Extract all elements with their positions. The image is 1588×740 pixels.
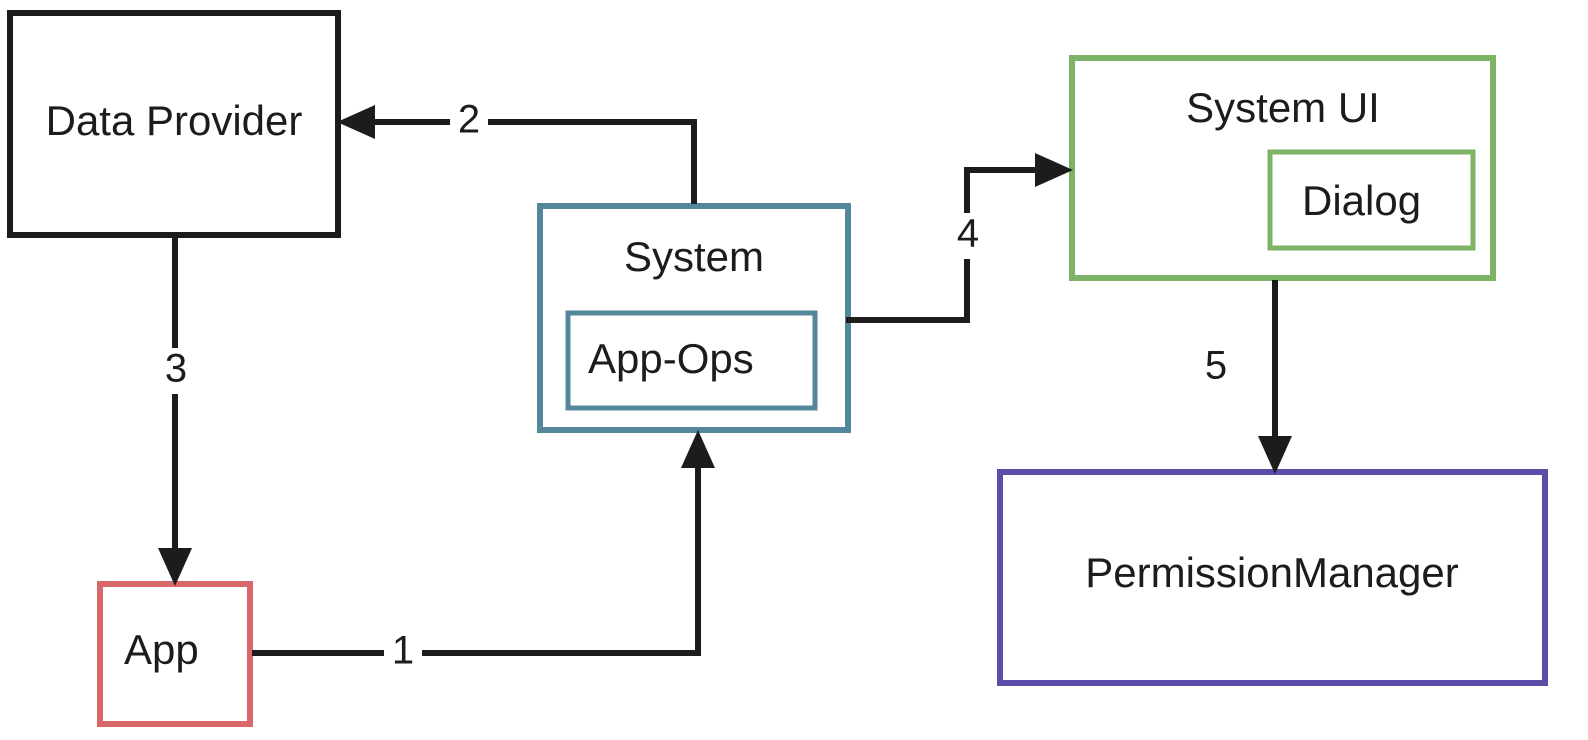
node-dialog[interactable]: Dialog xyxy=(1267,149,1476,251)
app-label: App xyxy=(124,626,199,673)
edge-1-arrowhead-up xyxy=(681,430,715,468)
edge-5-arrowhead-down xyxy=(1258,436,1292,474)
permission-manager-label: PermissionManager xyxy=(1085,549,1459,596)
edge-3-data-provider-to-app[interactable]: 3 xyxy=(157,237,195,586)
edge-3-label-backdrop xyxy=(157,348,195,394)
app-ops-label: App-Ops xyxy=(588,335,754,382)
data-provider-box[interactable] xyxy=(7,10,341,238)
edge-2-path xyxy=(354,119,697,204)
edge-1-app-to-system[interactable]: 1 xyxy=(252,430,715,675)
node-data-provider[interactable]: Data Provider xyxy=(7,10,341,238)
edge-5-system-ui-to-permission-manager[interactable]: 5 xyxy=(1205,280,1292,474)
system-label: System xyxy=(624,233,764,280)
edge-2-system-to-data-provider[interactable]: 2 xyxy=(337,98,697,204)
edge-2-arrowhead-left xyxy=(337,105,375,139)
node-app-ops[interactable]: App-Ops xyxy=(565,310,818,411)
dialog-box[interactable] xyxy=(1267,149,1476,251)
edge-1-label: 1 xyxy=(392,629,414,673)
edge-4-label-backdrop xyxy=(949,213,987,259)
edge-3-label: 3 xyxy=(165,347,187,391)
edge-5-label: 5 xyxy=(1205,344,1227,388)
edge-4-label: 4 xyxy=(957,212,979,256)
data-provider-label: Data Provider xyxy=(46,97,303,144)
edge-1-path xyxy=(252,446,701,656)
edge-2-label: 2 xyxy=(458,98,480,142)
app-box[interactable] xyxy=(97,581,253,727)
system-ui-label: System UI xyxy=(1186,84,1380,131)
dialog-label: Dialog xyxy=(1302,177,1421,224)
node-permission-manager[interactable]: PermissionManager xyxy=(997,469,1548,686)
edge-3-arrowhead-down xyxy=(158,548,192,586)
app-ops-box[interactable] xyxy=(565,310,818,411)
edge-1-label-backdrop xyxy=(384,631,422,675)
edge-4-system-to-system-ui[interactable]: 4 xyxy=(846,153,1073,323)
permission-manager-box[interactable] xyxy=(997,469,1548,686)
node-app[interactable]: App xyxy=(97,581,253,727)
edge-4-arrowhead-right xyxy=(1035,153,1073,187)
edge-2-label-backdrop xyxy=(450,100,488,144)
